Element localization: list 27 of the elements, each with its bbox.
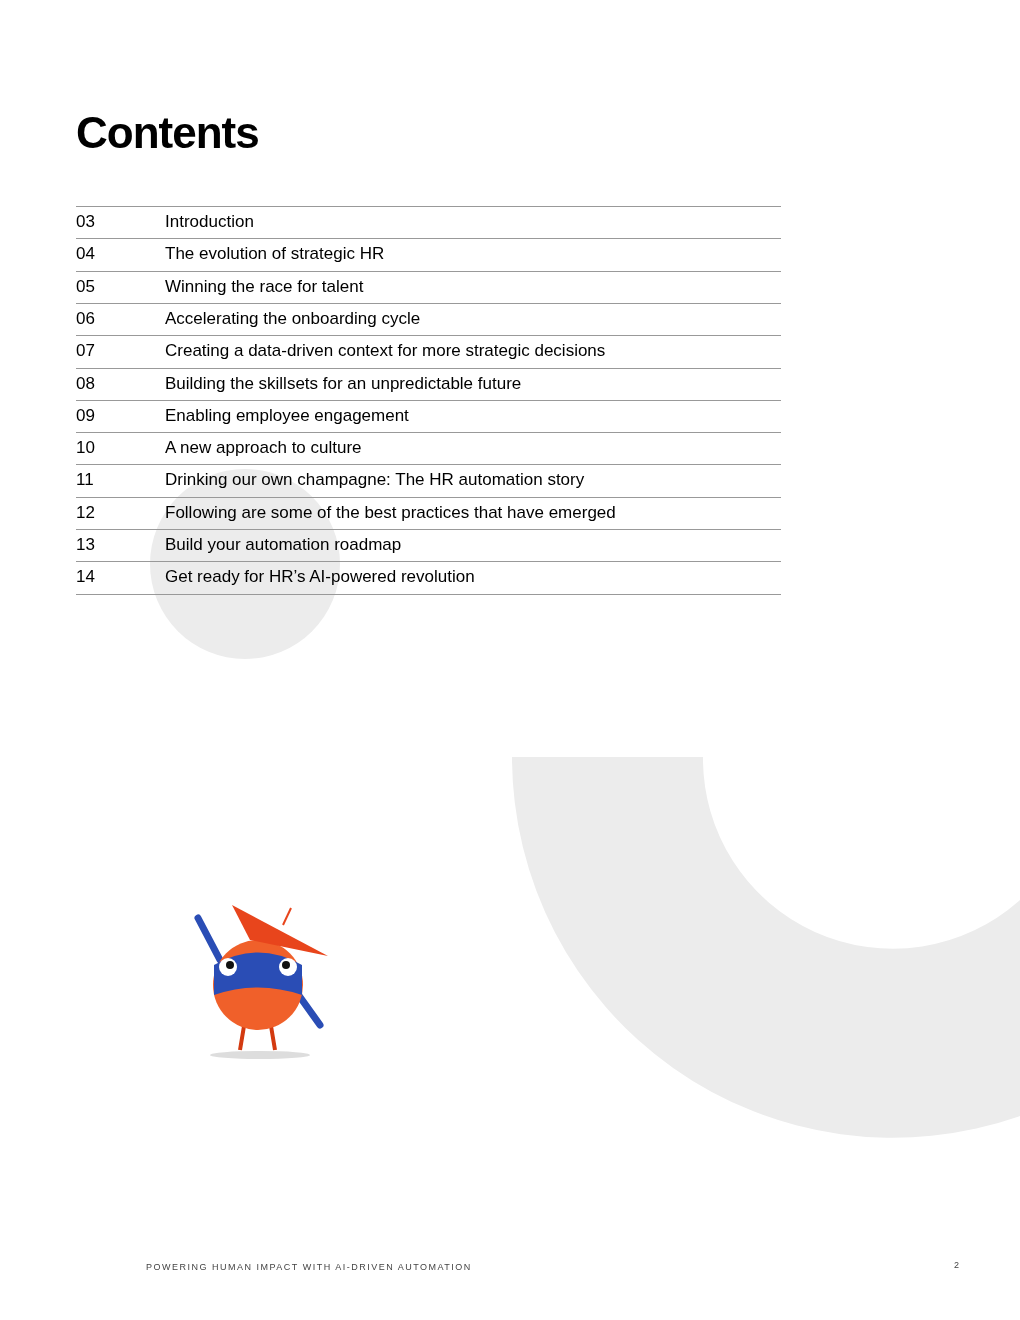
section-title-cell: The evolution of strategic HR bbox=[165, 244, 385, 265]
page-number-cell: 07 bbox=[76, 341, 95, 362]
page-number-cell: 14 bbox=[76, 567, 95, 588]
section-title-cell: Enabling employee engagement bbox=[165, 405, 409, 426]
page-number-cell: 08 bbox=[76, 373, 95, 394]
section-title-cell: Creating a data-driven context for more strategic decisions bbox=[165, 341, 606, 362]
section-title-cell: Drinking our own champagne: The HR automation story bbox=[165, 470, 585, 491]
page-title: Contents bbox=[76, 108, 259, 158]
page-number-cell: 06 bbox=[76, 308, 95, 329]
page-number-cell: 04 bbox=[76, 244, 95, 265]
section-title-cell: Accelerating the onboarding cycle bbox=[165, 308, 421, 329]
footer-text: POWERING HUMAN IMPACT WITH AI-DRIVEN AUTOMATION bbox=[146, 1262, 472, 1272]
section-title-cell: Following are some of the best practices that have emerged bbox=[165, 502, 616, 523]
page-number-cell: 13 bbox=[76, 535, 95, 555]
section-title-cell: Build your automation roadmap bbox=[165, 535, 402, 555]
section-title-cell: Building the skillsets for an unpredictable future bbox=[165, 373, 522, 394]
section-title-cell: Introduction bbox=[165, 212, 254, 232]
page-number-cell: 11 bbox=[76, 470, 94, 491]
page-number-cell: 10 bbox=[76, 438, 95, 459]
page-number-cell: 12 bbox=[76, 502, 95, 523]
page-number-cell: 05 bbox=[76, 276, 95, 297]
section-title-cell: Winning the race for talent bbox=[165, 276, 364, 297]
page-number: 2 bbox=[954, 1260, 961, 1270]
section-title-cell: A new approach to culture bbox=[165, 438, 362, 459]
section-title-cell: Get ready for HR’s AI-powered revolution bbox=[165, 567, 475, 588]
page-number-cell: 09 bbox=[76, 405, 95, 426]
page-number-cell: 03 bbox=[76, 212, 95, 232]
